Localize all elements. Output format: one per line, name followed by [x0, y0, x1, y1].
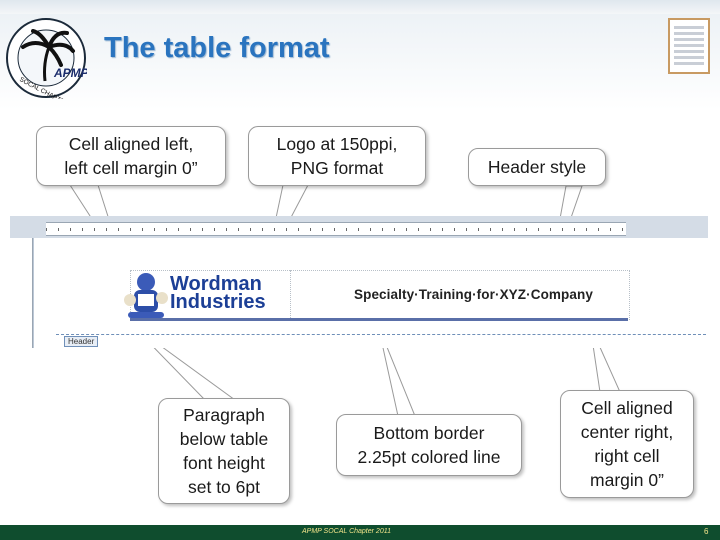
apmp-logo: APMP SOCAL CHAPTER: [6, 18, 87, 99]
callout-cell-right: Cell aligned center right, right cell ma…: [560, 390, 694, 498]
header-table-divider: [290, 270, 291, 318]
top-strip: [0, 0, 720, 14]
header-text: Specialty·Training·for·XYZ·Company: [354, 287, 593, 302]
footer-text: APMP SOCAL Chapter 2011: [302, 528, 391, 535]
header-separator: [56, 334, 706, 335]
callout-paragraph-text: Paragraph below table font height set to…: [179, 405, 269, 497]
callout-cell-right-text: Cell aligned center right, right cell ma…: [580, 398, 674, 490]
horizontal-ruler: [46, 222, 626, 236]
footer-bar: [0, 525, 720, 540]
callout-header-style-text: Header style: [487, 157, 587, 177]
callout-header-style: Header style: [468, 148, 606, 186]
brand-line-1: Wordman: [170, 273, 262, 295]
title-band: [0, 14, 720, 110]
header-bottom-border: [130, 318, 628, 321]
slide-title: The table format: [104, 32, 330, 64]
callout-paragraph: Paragraph below table font height set to…: [158, 398, 290, 504]
page-number: 6: [704, 527, 709, 536]
ruler-bar: [10, 216, 708, 238]
mascot-icon: [124, 273, 168, 318]
header-tag: Header: [64, 336, 99, 347]
callout-bottom-border: Bottom border 2.25pt colored line: [336, 414, 522, 476]
callout-cell-left-text: Cell aligned left, left cell margin 0”: [64, 134, 198, 178]
vertical-ruler: [10, 238, 33, 348]
logo-text: APMP: [53, 66, 87, 80]
brand-line-2: Industries: [170, 291, 266, 313]
callout-bottom-border-text: Bottom border 2.25pt colored line: [357, 423, 501, 467]
callout-cell-left: Cell aligned left, left cell margin 0”: [36, 126, 226, 186]
brand-name: Wordman Industries: [170, 273, 266, 313]
callout-logo-resolution-text: Logo at 150ppi, PNG format: [276, 134, 398, 178]
word-header-screenshot: Specialty·Training·for·XYZ·Company Heade…: [10, 216, 708, 348]
document-icon: [668, 18, 710, 74]
callout-logo-resolution: Logo at 150ppi, PNG format: [248, 126, 426, 186]
